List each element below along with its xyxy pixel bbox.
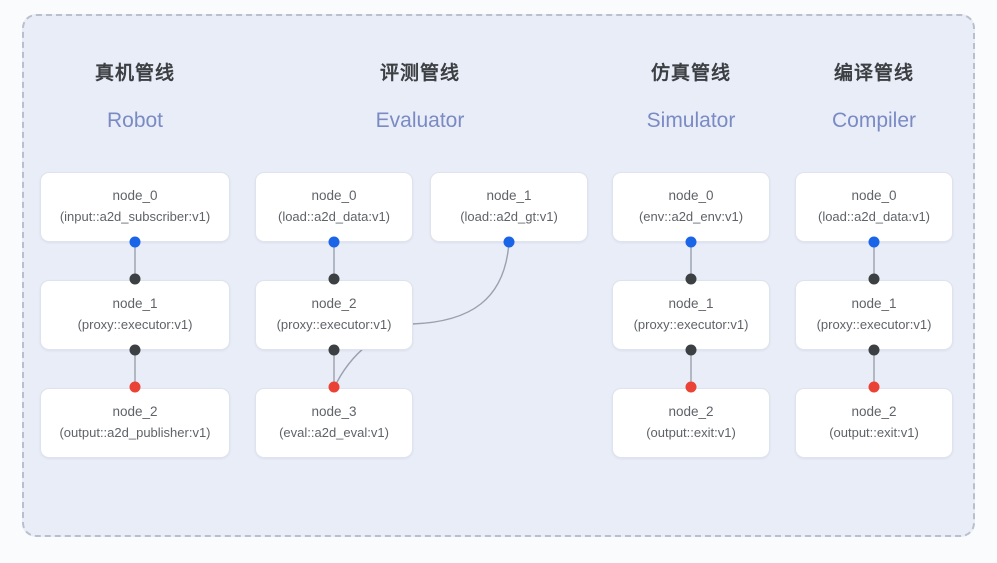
node-name: node_3 — [311, 404, 357, 420]
port-output-evaluator-2[interactable] — [328, 344, 340, 356]
node-name: node_1 — [668, 296, 714, 312]
node-name: node_0 — [311, 188, 357, 204]
node-robot-2[interactable]: node_2 (output::a2d_publisher:v1) — [40, 388, 230, 458]
node-type: (proxy::executor:v1) — [77, 317, 193, 333]
node-evaluator-0[interactable]: node_0 (load::a2d_data:v1) — [255, 172, 413, 242]
port-input-compiler-1[interactable] — [868, 273, 880, 285]
port-output-simulator-1[interactable] — [685, 344, 697, 356]
node-simulator-0[interactable]: node_0 (env::a2d_env:v1) — [612, 172, 770, 242]
node-name: node_2 — [668, 404, 714, 420]
node-compiler-1[interactable]: node_1 (proxy::executor:v1) — [795, 280, 953, 350]
port-input-simulator-2[interactable] — [685, 381, 697, 393]
port-output-robot-1[interactable] — [129, 344, 141, 356]
node-name: node_1 — [112, 296, 158, 312]
port-output-compiler-0[interactable] — [868, 236, 880, 248]
node-type: (proxy::executor:v1) — [276, 317, 392, 333]
port-output-robot-0[interactable] — [129, 236, 141, 248]
node-name: node_0 — [112, 188, 158, 204]
port-output-evaluator-0[interactable] — [328, 236, 340, 248]
node-compiler-0[interactable]: node_0 (load::a2d_data:v1) — [795, 172, 953, 242]
node-name: node_0 — [851, 188, 897, 204]
node-type: (load::a2d_data:v1) — [817, 209, 931, 225]
node-name: node_0 — [668, 188, 714, 204]
node-type: (load::a2d_gt:v1) — [460, 209, 558, 225]
port-input-compiler-2[interactable] — [868, 381, 880, 393]
node-robot-0[interactable]: node_0 (input::a2d_subscriber:v1) — [40, 172, 230, 242]
node-type: (proxy::executor:v1) — [816, 317, 932, 333]
port-input-evaluator-2[interactable] — [328, 273, 340, 285]
node-simulator-2[interactable]: node_2 (output::exit:v1) — [612, 388, 770, 458]
node-name: node_2 — [311, 296, 357, 312]
node-type: (output::exit:v1) — [829, 425, 919, 441]
port-input-evaluator-3[interactable] — [328, 381, 340, 393]
node-type: (eval::a2d_eval:v1) — [279, 425, 389, 441]
node-evaluator-2[interactable]: node_2 (proxy::executor:v1) — [255, 280, 413, 350]
port-output-simulator-0[interactable] — [685, 236, 697, 248]
node-type: (output::a2d_publisher:v1) — [59, 425, 211, 441]
node-name: node_1 — [486, 188, 532, 204]
port-input-robot-1[interactable] — [129, 273, 141, 285]
node-name: node_2 — [112, 404, 158, 420]
node-simulator-1[interactable]: node_1 (proxy::executor:v1) — [612, 280, 770, 350]
node-type: (load::a2d_data:v1) — [277, 209, 391, 225]
port-output-evaluator-1[interactable] — [503, 236, 515, 248]
port-output-compiler-1[interactable] — [868, 344, 880, 356]
node-robot-1[interactable]: node_1 (proxy::executor:v1) — [40, 280, 230, 350]
port-input-robot-2[interactable] — [129, 381, 141, 393]
node-compiler-2[interactable]: node_2 (output::exit:v1) — [795, 388, 953, 458]
node-name: node_1 — [851, 296, 897, 312]
node-evaluator-1[interactable]: node_1 (load::a2d_gt:v1) — [430, 172, 588, 242]
node-evaluator-3[interactable]: node_3 (eval::a2d_eval:v1) — [255, 388, 413, 458]
node-type: (input::a2d_subscriber:v1) — [59, 209, 211, 225]
node-type: (env::a2d_env:v1) — [638, 209, 744, 225]
node-type: (output::exit:v1) — [646, 425, 736, 441]
pipeline-panel — [22, 14, 975, 537]
node-type: (proxy::executor:v1) — [633, 317, 749, 333]
port-input-simulator-1[interactable] — [685, 273, 697, 285]
node-name: node_2 — [851, 404, 897, 420]
